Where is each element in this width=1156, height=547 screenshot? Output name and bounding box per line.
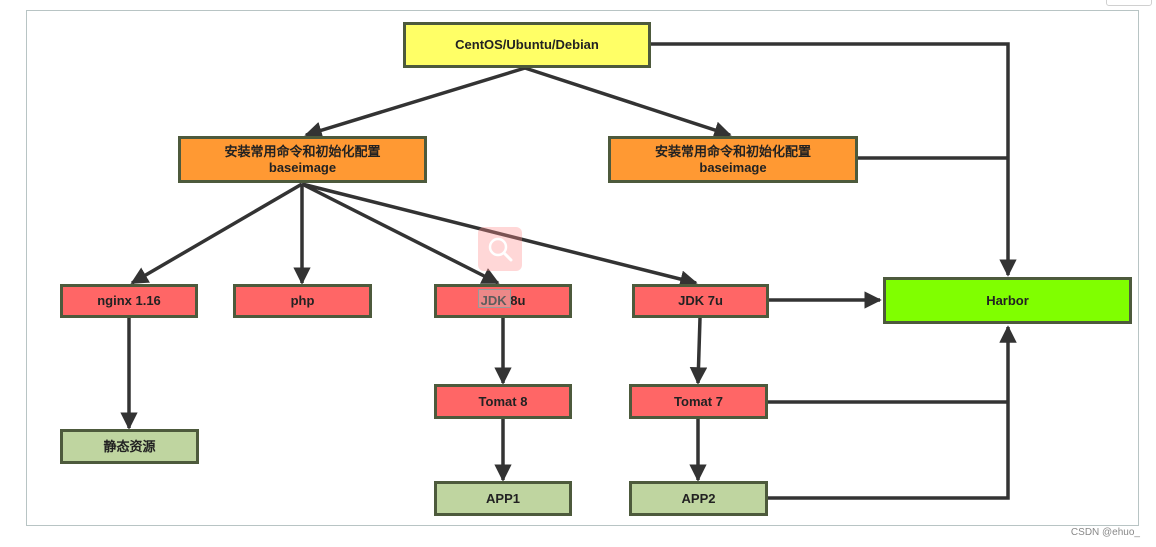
watermark: CSDN @ehuo_ — [1070, 527, 1140, 538]
edge-os-base-right — [524, 66, 732, 139]
node-harbor-label: Harbor — [986, 292, 1029, 308]
edge-base-nginx — [130, 182, 303, 285]
node-tomcat8: Tomat 8 — [434, 384, 572, 419]
node-jdk8-label: JDK 8u — [480, 293, 526, 308]
node-php: php — [233, 284, 372, 318]
node-app2-label: APP2 — [681, 490, 716, 506]
node-base-right: 安装常用命令和初始化配置 baseimage — [608, 136, 858, 183]
corner-button[interactable] — [1106, 0, 1152, 6]
node-tomcat7-label: Tomat 7 — [674, 393, 723, 409]
node-jdk7: JDK 7u — [632, 284, 769, 318]
node-tomcat8-label: Tomat 8 — [478, 393, 528, 409]
node-nginx-label: nginx 1.16 — [97, 293, 161, 308]
edge-os-base-left — [304, 66, 526, 139]
edge-base-jdk7 — [301, 182, 698, 288]
edge-app2-harbor — [767, 325, 1017, 500]
edge-os-harbor — [650, 42, 1017, 277]
text-selection-highlight — [478, 289, 511, 308]
node-php-label: php — [290, 293, 315, 308]
image-search-button[interactable] — [478, 227, 522, 271]
node-base-right-label: 安装常用命令和初始化配置 — [654, 143, 811, 159]
edge-base-jdk8 — [301, 182, 500, 285]
node-os: CentOS/Ubuntu/Debian — [403, 22, 651, 68]
node-app1-label: APP1 — [486, 490, 520, 506]
search-icon — [488, 237, 513, 262]
node-base-left-label: 安装常用命令和初始化配置 — [224, 143, 381, 159]
node-base-left-sublabel: baseimage — [268, 159, 337, 175]
node-harbor: Harbor — [883, 277, 1132, 324]
node-jdk7-label: JDK 7u — [678, 293, 723, 308]
node-os-label: CentOS/Ubuntu/Debian — [455, 37, 599, 52]
node-nginx: nginx 1.16 — [60, 284, 198, 318]
node-static-label: 静态资源 — [103, 438, 156, 454]
diagram-canvas — [26, 10, 1139, 526]
node-base-left: 安装常用命令和初始化配置 baseimage — [178, 136, 427, 183]
node-base-right-sublabel: baseimage — [699, 159, 767, 175]
node-tomcat7: Tomat 7 — [629, 384, 768, 419]
node-app1: APP1 — [434, 481, 572, 516]
node-app2: APP2 — [629, 481, 768, 516]
node-static: 静态资源 — [60, 429, 199, 464]
edge-jdk7-tomcat7 — [689, 317, 708, 385]
